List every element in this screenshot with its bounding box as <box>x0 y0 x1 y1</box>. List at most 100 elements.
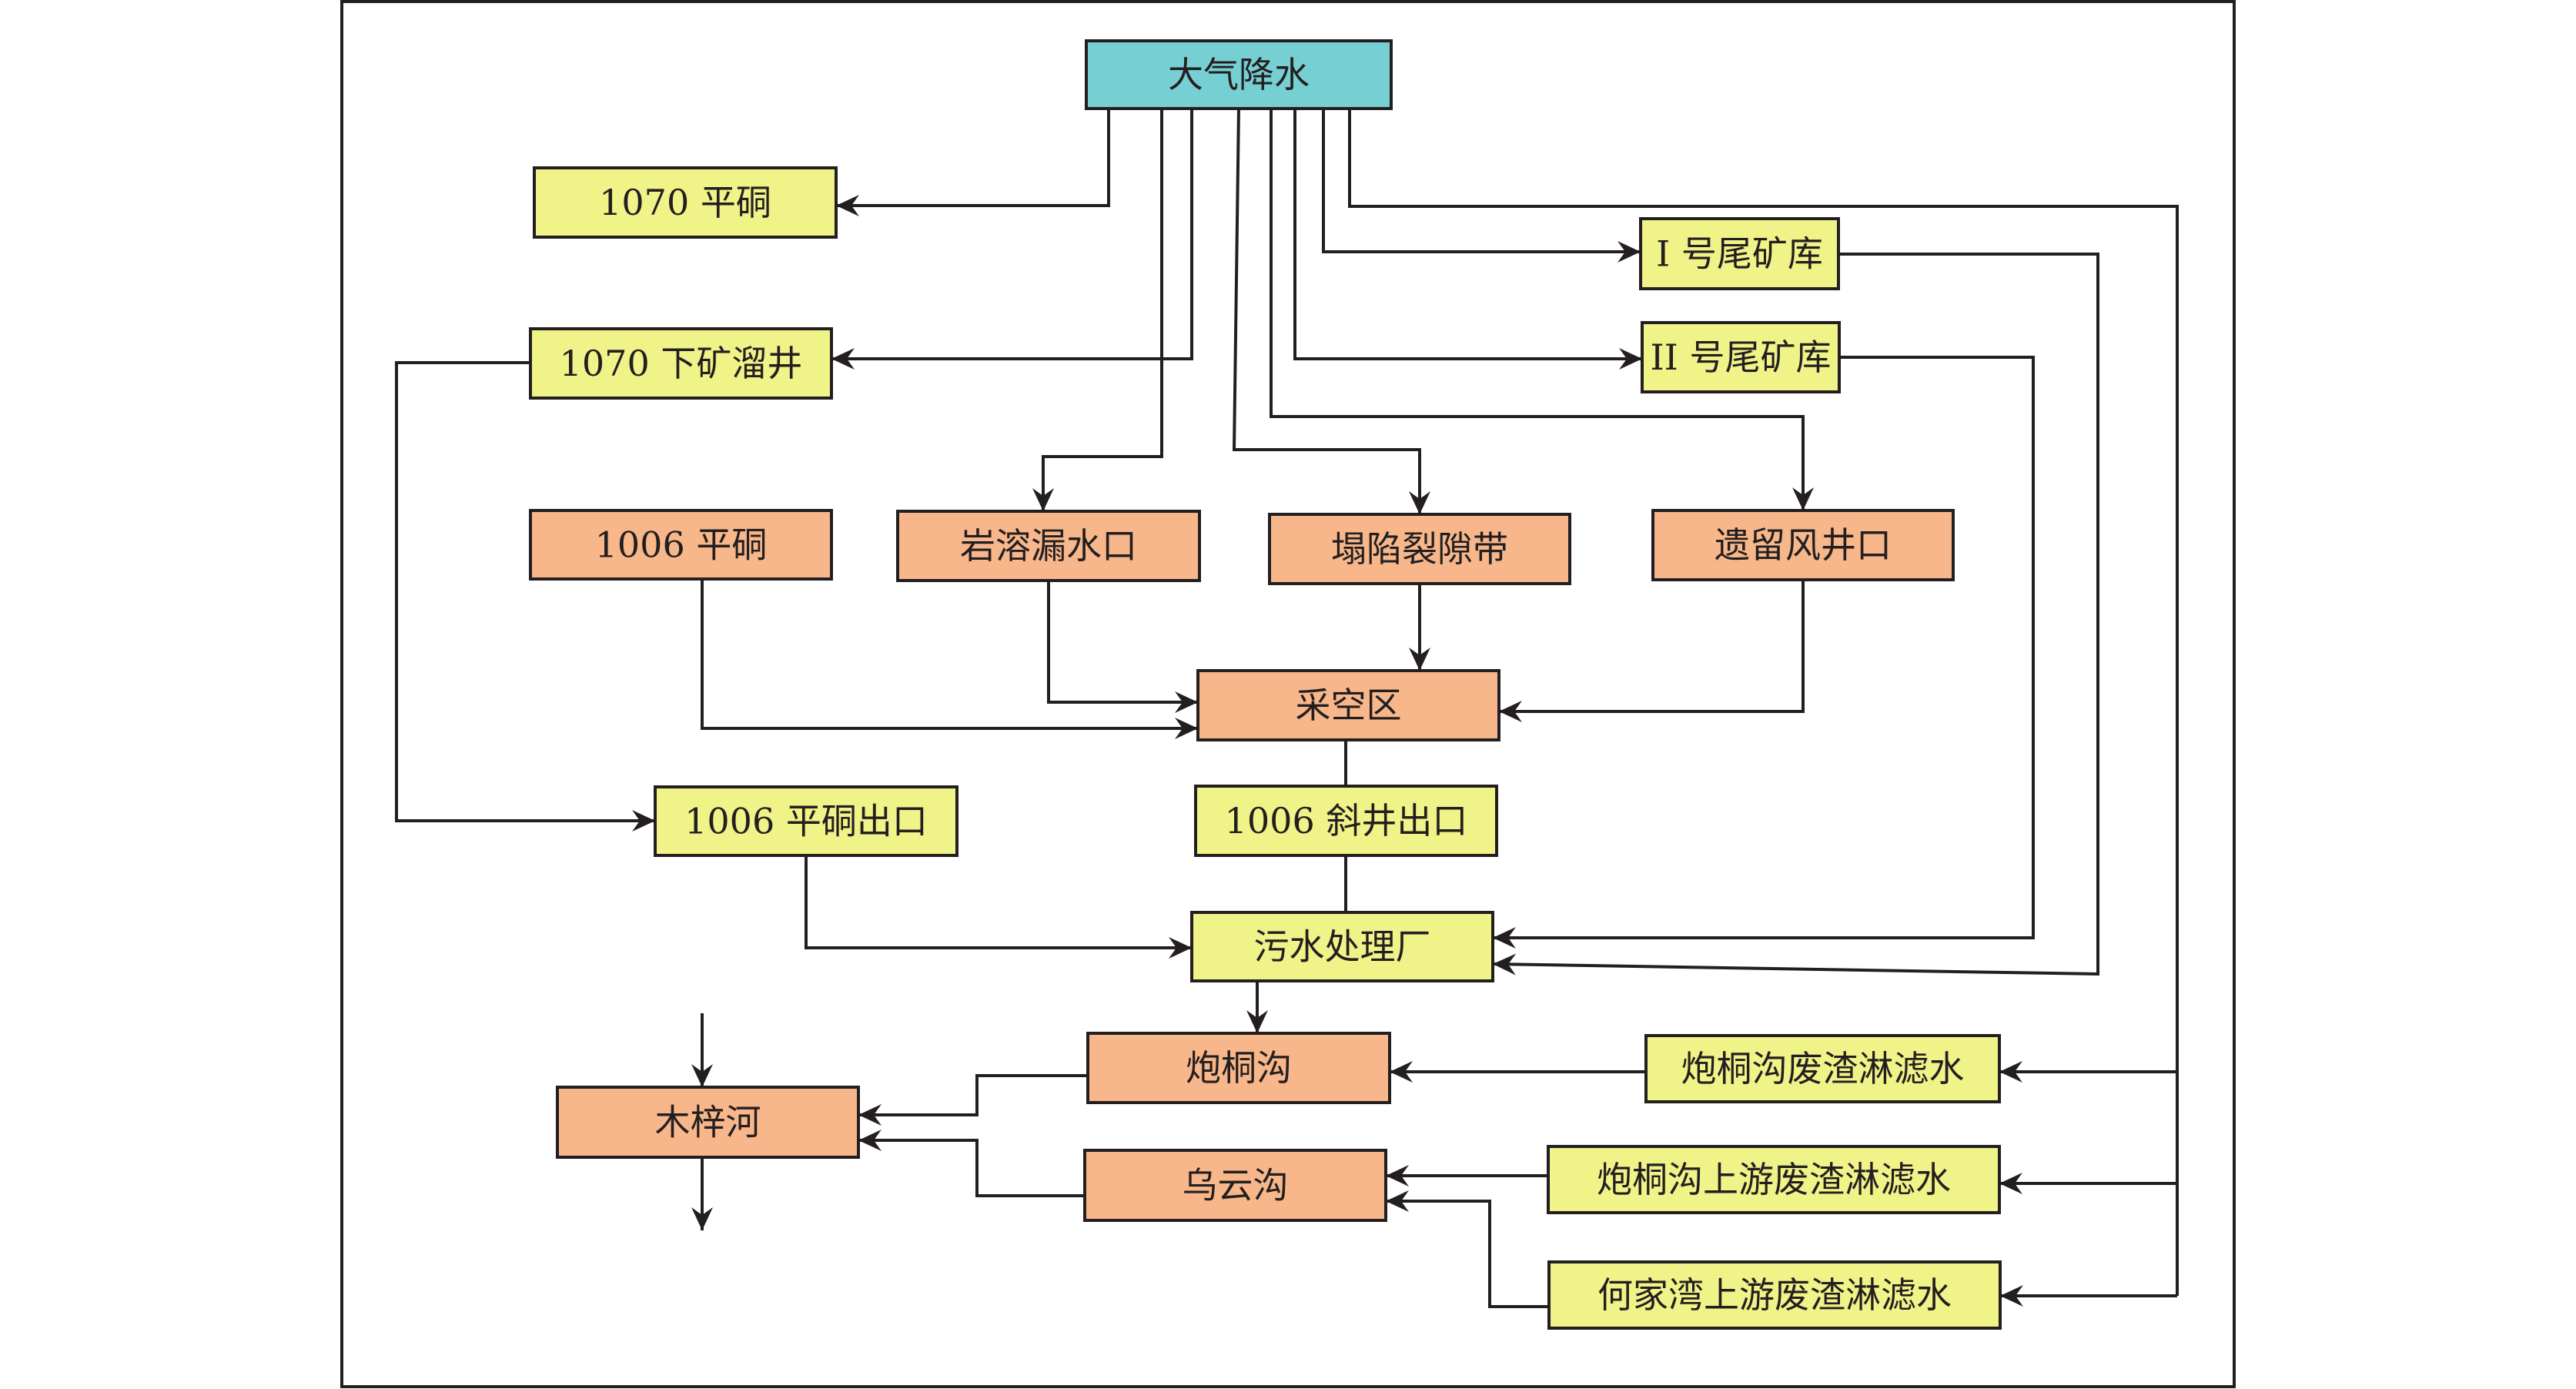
edge-line <box>1386 1200 1549 1308</box>
node-box[interactable] <box>1083 1149 1387 1222</box>
node-label: 采空区 <box>1296 684 1402 726</box>
node-hejiawan-upstream-leachate[interactable]: 何家湾上游废渣淋滤水 <box>1547 1260 2002 1330</box>
node-box[interactable] <box>1085 39 1393 110</box>
node-tailings-1[interactable]: I 号尾矿库 <box>1639 217 1840 290</box>
edge-adit1006outlet-to-sewage <box>805 855 1192 959</box>
edge-line <box>1493 356 2035 939</box>
node-adit-1006[interactable]: 1006 平硐 <box>529 509 833 581</box>
arrowhead-icon <box>1493 927 1516 949</box>
node-label: 1070 平硐 <box>599 182 771 223</box>
node-adit-1006-outlet[interactable]: 1006 平硐出口 <box>654 785 958 857</box>
node-box[interactable] <box>1644 1034 2001 1103</box>
node-label: 1006 平硐出口 <box>684 801 928 842</box>
node-box[interactable] <box>1639 217 1840 290</box>
arrowhead-icon <box>1246 1010 1268 1033</box>
edge-bus-to-paotong-upstream <box>1999 1173 2177 1194</box>
arrowhead-icon <box>1409 648 1430 671</box>
node-label: 大气降水 <box>1168 54 1310 95</box>
node-sewage-plant[interactable]: 污水处理厂 <box>1190 911 1494 982</box>
arrowhead-icon <box>1493 953 1517 976</box>
node-box[interactable] <box>1547 1260 2002 1330</box>
node-box[interactable] <box>654 785 958 857</box>
node-box[interactable] <box>1086 1032 1391 1104</box>
node-label: I 号尾矿库 <box>1656 233 1823 275</box>
node-label: 岩溶漏水口 <box>960 525 1137 567</box>
node-goaf[interactable]: 采空区 <box>1196 669 1500 741</box>
node-box[interactable] <box>1641 321 1841 393</box>
arrowhead-icon <box>1409 491 1430 514</box>
edge-line <box>1270 109 1805 510</box>
arrowhead-icon <box>1999 1173 2022 1194</box>
edge-muzi-downstream <box>691 1157 713 1230</box>
edge-line <box>831 109 1193 360</box>
node-adit-1070[interactable]: 1070 平硐 <box>533 166 838 239</box>
node-label: 1070 下矿溜井 <box>560 343 803 384</box>
edge-airshaft-to-goaf <box>1499 580 1805 722</box>
node-ore-pass-1070[interactable]: 1070 下矿溜井 <box>529 327 833 400</box>
edge-paotong-to-muzi <box>858 1074 1088 1126</box>
node-box[interactable] <box>1651 509 1955 581</box>
node-box[interactable] <box>556 1086 860 1159</box>
edge-bus-to-hejiawan-upstream <box>2000 1285 2177 1307</box>
node-incline-1006-outlet[interactable]: 1006 斜井出口 <box>1194 785 1498 857</box>
arrowhead-icon <box>1175 718 1198 739</box>
edges-layer <box>395 108 2179 1308</box>
node-paotong-leachate[interactable]: 炮桐沟废渣淋滤水 <box>1644 1034 2001 1103</box>
node-label: 塌陷裂隙带 <box>1331 528 1508 570</box>
node-label: 炮桐沟 <box>1186 1047 1292 1089</box>
node-wuyun-gully[interactable]: 乌云沟 <box>1083 1149 1387 1222</box>
edge-tailings1-to-sewage <box>1492 253 2099 976</box>
arrowhead-icon <box>831 348 855 370</box>
node-box[interactable] <box>1190 911 1494 982</box>
node-label: 污水处理厂 <box>1254 926 1431 968</box>
node-old-air-shaft[interactable]: 遗留风井口 <box>1651 509 1955 581</box>
edge-hejiawan-to-wuyun <box>1386 1190 1549 1308</box>
edge-wuyun-to-muzi <box>858 1130 1085 1197</box>
edge-line <box>1042 109 1163 511</box>
node-box[interactable] <box>1547 1145 2001 1214</box>
edge-line <box>836 109 1110 207</box>
edge-line <box>1322 109 1641 253</box>
node-label: 木梓河 <box>655 1102 761 1143</box>
node-box[interactable] <box>1268 513 1571 585</box>
node-box[interactable] <box>896 510 1201 582</box>
edge-orepass-to-adit1006-outlet <box>395 361 655 832</box>
arrowhead-icon <box>1386 1165 1409 1187</box>
node-tailings-2[interactable]: II 号尾矿库 <box>1641 321 1841 393</box>
arrowhead-icon <box>836 195 859 216</box>
arrowhead-icon <box>2000 1285 2023 1307</box>
node-collapse-fracture[interactable]: 塌陷裂隙带 <box>1268 513 1571 585</box>
diagram-frame <box>340 0 2236 1388</box>
node-box[interactable] <box>1194 785 1498 857</box>
edge-sewage-to-paotong <box>1246 981 1268 1033</box>
arrowhead-icon <box>1619 348 1642 370</box>
node-box[interactable] <box>529 327 833 400</box>
node-box[interactable] <box>1196 669 1500 741</box>
arrowhead-icon <box>1390 1061 1413 1083</box>
node-muzi-river[interactable]: 木梓河 <box>556 1086 860 1159</box>
node-label: 炮桐沟废渣淋滤水 <box>1681 1048 1965 1089</box>
node-paotong-upstream-leachate[interactable]: 炮桐沟上游废渣淋滤水 <box>1547 1145 2001 1214</box>
edge-line <box>805 855 1192 949</box>
arrowhead-icon <box>1175 691 1198 713</box>
node-label: 何家湾上游废渣淋滤水 <box>1597 1274 1952 1316</box>
arrowhead-icon <box>1792 487 1814 510</box>
edge-line <box>1348 109 2179 1296</box>
node-label: 乌云沟 <box>1183 1165 1289 1207</box>
node-box[interactable] <box>529 509 833 581</box>
node-label: 炮桐沟上游废渣淋滤水 <box>1597 1159 1951 1200</box>
arrowhead-icon <box>858 1130 882 1151</box>
edge-paotong-leachate-to-paotong <box>1390 1061 1646 1083</box>
edge-line <box>1293 109 1642 360</box>
node-box[interactable] <box>533 166 838 239</box>
node-precipitation[interactable]: 大气降水 <box>1085 39 1393 110</box>
edge-line <box>858 1074 1088 1116</box>
node-karst-leak[interactable]: 岩溶漏水口 <box>896 510 1201 582</box>
node-paotong-gully[interactable]: 炮桐沟 <box>1086 1032 1391 1104</box>
edge-line <box>395 361 655 822</box>
arrowhead-icon <box>1032 488 1054 511</box>
arrowhead-icon <box>858 1104 882 1126</box>
node-label: 1006 平硐 <box>595 524 768 566</box>
edge-line <box>1499 580 1805 713</box>
